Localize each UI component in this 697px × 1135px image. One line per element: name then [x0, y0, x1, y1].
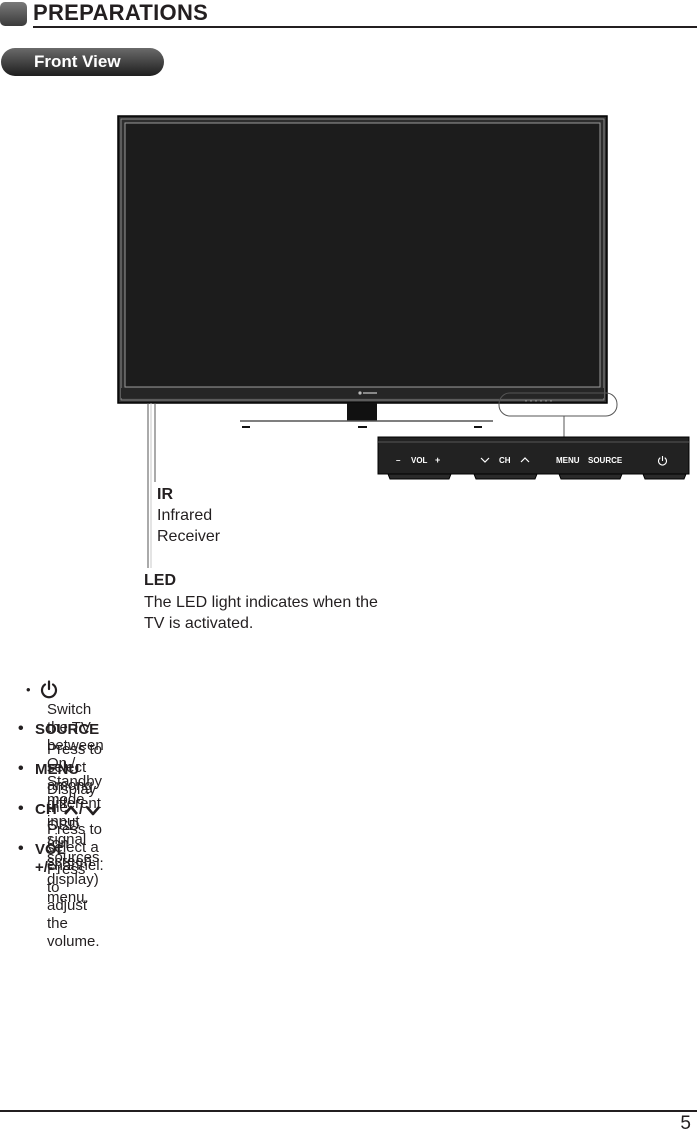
menu-title: MENU — [35, 761, 80, 778]
menu-label: MENU — [556, 456, 580, 465]
ch-slash: / — [79, 801, 84, 818]
vol-title: VOL +/- — [35, 841, 66, 876]
ir-title: IR — [157, 486, 173, 503]
panel-power-icon — [658, 456, 667, 466]
ch-down-icon — [480, 457, 490, 463]
vol-button-key — [387, 473, 452, 480]
ch-button-key — [473, 473, 538, 480]
power-button-key — [642, 473, 687, 480]
chevron-up-icon — [64, 805, 78, 815]
ir-line2: Receiver — [157, 528, 221, 545]
ch-desc: Press to select a channel. — [47, 821, 104, 874]
control-callout-oval — [498, 392, 618, 417]
ir-line1: Infrared — [157, 507, 213, 524]
vol-plus-label: + — [435, 455, 441, 465]
source-title: SOURCE — [35, 721, 100, 738]
page-header: PREPARATIONS — [0, 0, 697, 28]
header-rule — [33, 26, 697, 28]
page-title: PREPARATIONS — [33, 0, 209, 25]
ch-up-icon — [520, 457, 530, 463]
control-panel-enlarged — [377, 436, 690, 475]
tv-illustration — [117, 115, 690, 568]
bullet: • — [18, 720, 24, 737]
tv-bezel-highlight — [120, 118, 605, 401]
footer-rule — [0, 1110, 697, 1112]
brand-logo-text — [363, 392, 377, 394]
tv-screen — [124, 122, 601, 388]
ch-label: CH — [499, 456, 511, 465]
vol-minus-label: – — [396, 456, 401, 465]
chevron-down-icon — [86, 806, 100, 816]
menu-desc: Display the OSD (on screen display) menu… — [47, 781, 99, 906]
tv-bottom-bezel — [121, 388, 604, 398]
led-line2: TV is activated. — [144, 615, 254, 632]
power-icon — [40, 680, 58, 699]
bullet: • — [18, 840, 24, 857]
menu-source-button-key — [558, 473, 623, 480]
led-line1: The LED light indicates when the — [144, 594, 378, 611]
vol-desc: Press to adjust the volume. — [47, 861, 100, 950]
bullet: • — [26, 682, 31, 697]
header-tab-marker — [0, 2, 27, 26]
chevron-up-down-icons — [64, 805, 100, 816]
bullet: • — [18, 760, 24, 777]
tv-stand-neck — [347, 403, 377, 421]
tv-front-diagram: – VOL + CH MENU SOURCE IR Infrared Recei… — [117, 115, 690, 632]
brand-logo-icon — [358, 391, 362, 395]
power-desc: Switch the TV between On / Standby mode. — [47, 701, 104, 808]
led-title: LED — [144, 572, 176, 589]
vol-label: VOL — [411, 456, 428, 465]
source-label: SOURCE — [588, 456, 623, 465]
bullet: • — [18, 800, 24, 817]
section-label-front-view: Front View — [1, 48, 164, 76]
ch-title: CH — [35, 801, 57, 818]
page-number: 5 — [680, 1113, 691, 1134]
